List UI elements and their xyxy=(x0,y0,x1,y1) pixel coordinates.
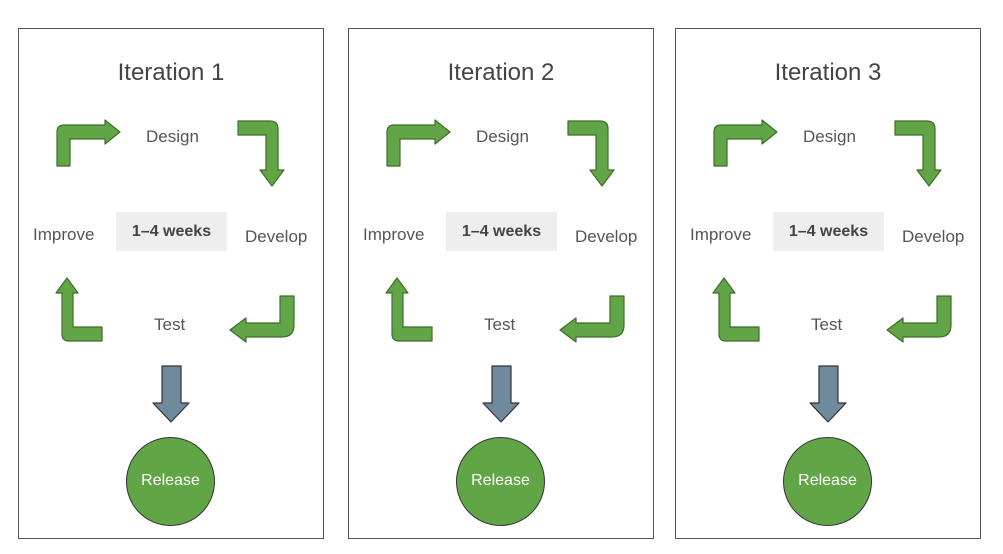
iteration-panel-3: Iteration 3 Design Improve 1–4 weeks Dev… xyxy=(675,28,981,539)
arrow-test-to-release-icon xyxy=(152,365,190,423)
arrow-develop-to-test-icon xyxy=(559,295,625,343)
arrow-improve-to-design-icon xyxy=(713,119,778,167)
arrow-improve-to-design-icon xyxy=(386,119,451,167)
arrow-design-to-develop-icon xyxy=(567,120,615,187)
step-design-label: Design xyxy=(476,127,529,146)
arrow-develop-to-test-icon xyxy=(886,295,952,343)
iteration-title: Iteration 3 xyxy=(774,59,882,86)
step-test-label: Test xyxy=(154,315,186,334)
arrow-develop-to-test-icon xyxy=(229,295,295,343)
arrow-test-to-improve-icon xyxy=(712,277,760,342)
duration-badge: 1–4 weeks xyxy=(773,212,884,251)
iteration-title: Iteration 1 xyxy=(117,59,225,86)
step-design-label: Design xyxy=(146,127,199,146)
release-circle: Release xyxy=(783,437,872,526)
arrow-improve-to-design-icon xyxy=(56,119,121,167)
step-design-label: Design xyxy=(803,127,856,146)
arrow-test-to-release-icon xyxy=(809,365,847,423)
arrow-test-to-improve-icon xyxy=(385,277,433,342)
iteration-panel-1: Iteration 1 Design Improve 1–4 weeks Dev… xyxy=(18,28,324,539)
step-improve-label: Improve xyxy=(363,225,425,244)
arrow-test-to-release-icon xyxy=(482,365,520,423)
arrow-design-to-develop-icon xyxy=(894,120,942,187)
iteration-panel-2: Iteration 2 Design Improve 1–4 weeks Dev… xyxy=(348,28,654,539)
step-test-label: Test xyxy=(484,315,516,334)
cycle-arrows-icon xyxy=(55,119,295,423)
release-circle: Release xyxy=(126,437,215,526)
step-develop-label: Develop xyxy=(245,227,308,246)
cycle-arrows-icon xyxy=(712,119,952,423)
duration-badge: 1–4 weeks xyxy=(116,212,227,251)
iteration-title: Iteration 2 xyxy=(447,59,555,86)
step-improve-label: Improve xyxy=(690,225,752,244)
step-test-label: Test xyxy=(811,315,843,334)
step-develop-label: Develop xyxy=(902,227,965,246)
step-develop-label: Develop xyxy=(575,227,638,246)
arrow-test-to-improve-icon xyxy=(55,277,103,342)
release-circle: Release xyxy=(456,437,545,526)
cycle-arrows-icon xyxy=(385,119,625,423)
step-improve-label: Improve xyxy=(33,225,95,244)
duration-badge: 1–4 weeks xyxy=(446,212,557,251)
arrow-design-to-develop-icon xyxy=(237,120,285,187)
